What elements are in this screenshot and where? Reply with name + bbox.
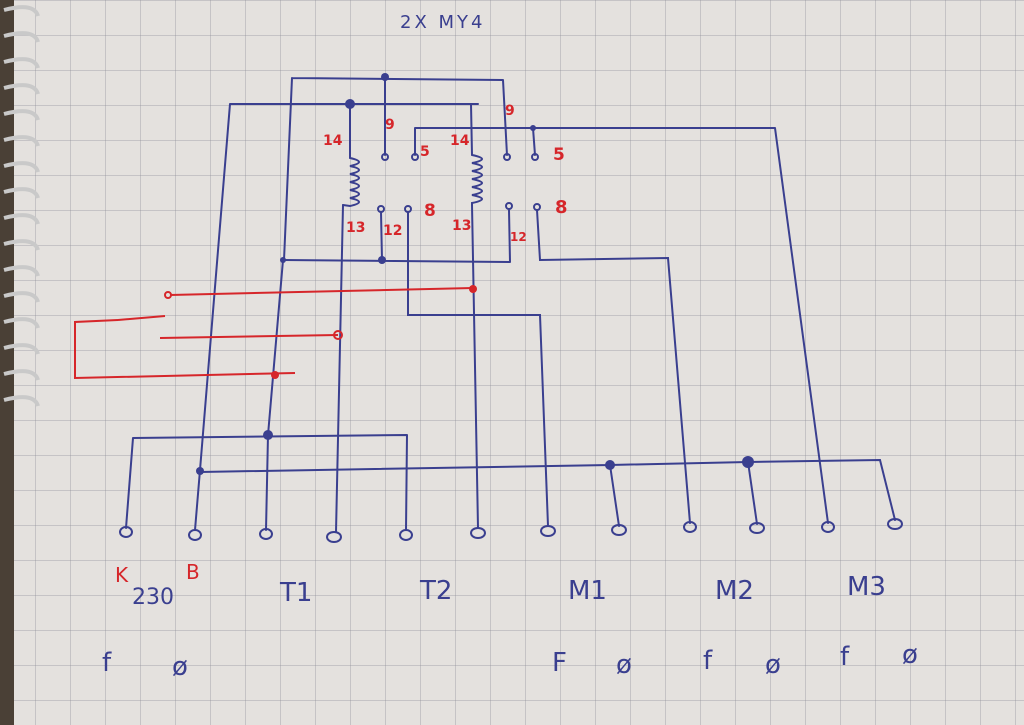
relay2-pin12-label: 12 xyxy=(510,230,527,244)
group-label-m2: M2 xyxy=(715,576,754,606)
relay1-pin14-label: 14 xyxy=(323,133,343,149)
group-label-m3: M3 xyxy=(847,572,886,602)
mark-m2-neutral: ø xyxy=(765,650,781,680)
junction-nodes xyxy=(196,73,754,475)
mark-m1-neutral: ø xyxy=(616,650,632,680)
relay1-pin9-label: 9 xyxy=(385,117,395,133)
relay2-pin5-label: 5 xyxy=(553,145,565,165)
relay-coil-1 xyxy=(342,157,360,208)
relay1-pin5-label: 5 xyxy=(420,144,430,160)
group-label-m1: M1 xyxy=(568,576,607,606)
group-label-230: 230 xyxy=(132,585,174,610)
mark-230-neutral: ø xyxy=(172,652,188,682)
relay2-pin8-label: 8 xyxy=(555,197,568,218)
mark-m2-f: f xyxy=(703,646,713,676)
mark-m3-f: f xyxy=(840,642,850,672)
blue-wires xyxy=(125,76,896,533)
terminal-mark-k: K xyxy=(115,563,129,587)
relay2-pin9-label: 9 xyxy=(505,103,515,119)
relay2-pin13-label: 13 xyxy=(452,218,472,234)
notebook-spiral-binding xyxy=(0,0,40,725)
relay1-pin8-label: 8 xyxy=(424,201,436,221)
mark-m1-f: F xyxy=(552,648,567,678)
relay2-pin14-label: 14 xyxy=(450,133,470,149)
relay-contacts xyxy=(377,153,541,213)
mark-m3-neutral: ø xyxy=(902,640,918,670)
relay-coil-2 xyxy=(471,154,483,206)
relay1-pin12-label: 12 xyxy=(383,223,403,239)
bottom-terminals xyxy=(119,518,903,543)
relay1-pin13-label: 13 xyxy=(346,220,366,236)
diagram-title: 2X MY4 xyxy=(400,12,486,33)
red-wires xyxy=(74,285,477,380)
mark-230-f: f xyxy=(102,648,112,678)
terminal-mark-b: B xyxy=(186,560,200,584)
group-label-t2: T2 xyxy=(420,576,453,606)
group-label-t1: T1 xyxy=(280,578,313,608)
